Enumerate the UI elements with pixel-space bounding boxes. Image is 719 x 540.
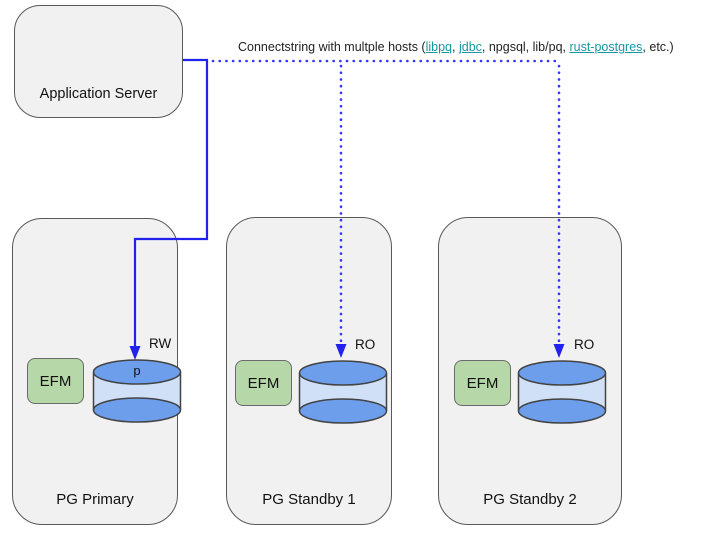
rust-postgres-link[interactable]: rust-postgres — [569, 40, 643, 54]
efm-label: EFM — [39, 372, 72, 390]
access-mode-label: RO — [574, 337, 595, 352]
pg-primary-box: EFM p RW PG Primary — [12, 218, 182, 525]
pg-standby-1-box: EFM RO PG Standby 1 — [226, 217, 392, 525]
database-cylinder-icon: RO — [517, 337, 607, 426]
database-cylinder-icon: RO — [298, 337, 388, 426]
efm-box: EFM — [454, 360, 511, 406]
efm-box: EFM — [235, 360, 292, 406]
access-mode-label: RW — [149, 336, 172, 351]
libpq-link[interactable]: libpq — [425, 40, 453, 54]
node-title: PG Standby 2 — [483, 491, 577, 508]
connect-string-note: Connectstring with multple hosts (libpq,… — [238, 40, 674, 54]
pg-standby-2-box: EFM RO PG Standby 2 — [438, 217, 622, 525]
efm-box: EFM — [27, 358, 84, 404]
application-server-box: Application Server — [14, 5, 183, 118]
node-title: PG Primary — [56, 491, 134, 508]
note-mid: , npgsql, lib/pq, — [481, 40, 570, 54]
note-suffix: , etc.) — [642, 40, 674, 54]
access-mode-label: RO — [355, 337, 376, 352]
note-prefix: Connectstring with multple hosts ( — [238, 40, 426, 54]
cylinder-graphic — [517, 360, 607, 424]
efm-label: EFM — [247, 374, 280, 392]
node-title: PG Standby 1 — [262, 491, 356, 508]
db-label: p — [133, 363, 141, 378]
database-cylinder-icon: p RW — [92, 336, 182, 425]
note-sep1: , — [452, 40, 459, 54]
cylinder-graphic — [92, 359, 182, 423]
cylinder-graphic — [298, 360, 388, 424]
application-server-label: Application Server — [39, 86, 158, 102]
jdbc-link[interactable]: jdbc — [458, 40, 482, 54]
efm-label: EFM — [466, 374, 499, 392]
